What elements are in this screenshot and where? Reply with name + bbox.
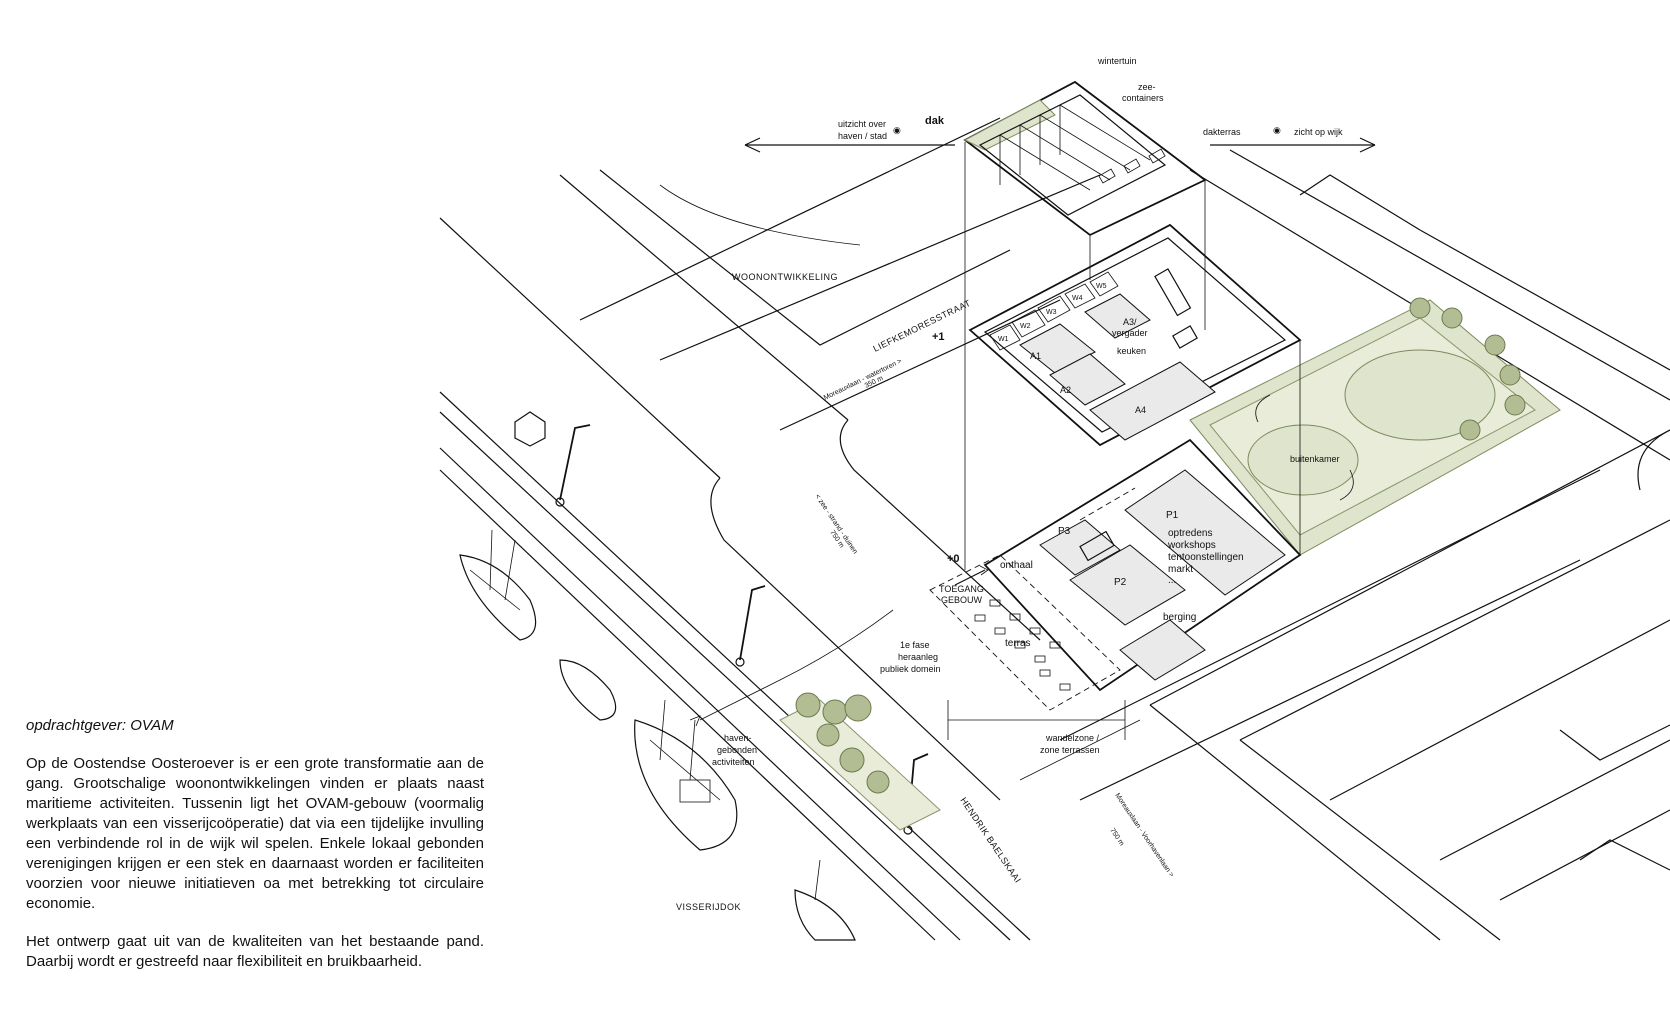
activity-1: optredens bbox=[1168, 528, 1212, 539]
label-fase-2: heraanleg bbox=[898, 652, 938, 662]
room-terras: terras bbox=[1005, 638, 1031, 649]
room-w1: W1 bbox=[998, 336, 1009, 343]
boats bbox=[459, 529, 856, 941]
activity-2: workshops bbox=[1167, 540, 1216, 551]
label-first-level: +1 bbox=[932, 331, 945, 343]
room-a3-vergader: vergader bbox=[1112, 328, 1148, 338]
first-floor-plan bbox=[968, 223, 1302, 447]
label-fase-3: publiek domein bbox=[880, 664, 941, 674]
client-line: opdrachtgever: OVAM bbox=[26, 717, 174, 734]
eye-icon: ◉ bbox=[1273, 125, 1281, 135]
room-w4: W4 bbox=[1072, 295, 1083, 302]
ground-floor-plan bbox=[929, 438, 1302, 711]
label-haven-3: activiteiten bbox=[712, 757, 755, 767]
label-wandelzone-1: wandelzone / bbox=[1045, 733, 1100, 743]
activity-5: ... bbox=[1168, 575, 1176, 586]
room-keuken: keuken bbox=[1117, 346, 1146, 356]
room-onthaal: onthaal bbox=[1000, 560, 1033, 571]
label-roof-level: dak bbox=[925, 115, 945, 127]
label-toegang: TOEGANG bbox=[939, 584, 984, 594]
room-p3: P3 bbox=[1058, 526, 1071, 537]
street-lines bbox=[439, 117, 1670, 941]
eye-icon: ◉ bbox=[893, 125, 901, 135]
label-dist-750b: 750 m bbox=[1108, 827, 1125, 847]
projection-lines bbox=[964, 142, 1301, 570]
room-berging: berging bbox=[1163, 612, 1196, 623]
room-p1: P1 bbox=[1166, 510, 1179, 521]
label-view-left-1: uitzicht over bbox=[838, 119, 886, 129]
room-a4: A4 bbox=[1135, 405, 1146, 415]
description-paragraph-2: Het ontwerp gaat uit van de kwaliteiten … bbox=[26, 933, 484, 970]
room-w3: W3 bbox=[1046, 309, 1057, 316]
description-paragraph-1: Op de Oostendse Oosteroever is er een gr… bbox=[26, 755, 484, 912]
room-a3: A3/ bbox=[1123, 317, 1137, 327]
label-fase-1: 1e fase bbox=[900, 640, 930, 650]
label-containers: containers bbox=[1122, 93, 1164, 103]
label-liefkemoresstraat: LIEFKEMORESSTRAAT bbox=[871, 298, 972, 354]
label-dakterras: dakterras bbox=[1203, 127, 1241, 137]
label-haven-2: gebonden bbox=[717, 745, 757, 755]
room-p2: P2 bbox=[1114, 577, 1127, 588]
roof-plan bbox=[963, 80, 1207, 237]
roof-labels: dak wintertuin zee- containers dakterras… bbox=[838, 56, 1343, 141]
room-w2: W2 bbox=[1020, 323, 1031, 330]
label-wandelzone-2: zone terrassen bbox=[1040, 745, 1100, 755]
activity-4: markt bbox=[1168, 564, 1193, 575]
label-ground-level: +0 bbox=[947, 553, 960, 565]
quay-park bbox=[779, 692, 941, 831]
room-a1: A1 bbox=[1030, 351, 1041, 361]
label-visserijdok: VISSERIJDOK bbox=[676, 902, 741, 912]
label-zee: zee- bbox=[1138, 82, 1156, 92]
label-hendrik: HENDRIK BAELSKAAI bbox=[958, 796, 1023, 885]
label-wintertuin: wintertuin bbox=[1097, 56, 1137, 66]
kiosk-icon bbox=[514, 411, 546, 447]
ground-floor-labels: +0 P1 P2 P3 onthaal terras berging optre… bbox=[939, 454, 1340, 649]
room-a2: A2 bbox=[1060, 385, 1071, 395]
dimension-lines bbox=[689, 609, 1141, 781]
first-floor-labels: +1 W1 W2 W3 W4 W5 A1 A2 A4 A3/ vergader … bbox=[932, 283, 1148, 415]
room-w5: W5 bbox=[1096, 283, 1107, 290]
view-arrows bbox=[744, 137, 1376, 153]
terrace-tables bbox=[974, 599, 1071, 691]
label-moreau-voorhaven: Moreauxlaan - Voorhavenlaan > bbox=[1113, 792, 1174, 878]
label-buitenkamer: buitenkamer bbox=[1290, 454, 1340, 464]
label-view-left-2: haven / stad bbox=[838, 131, 887, 141]
courtyard-garden bbox=[1189, 297, 1561, 556]
activity-3: tentoonstellingen bbox=[1168, 552, 1244, 563]
label-zee-strand: < zee - strand - duinen bbox=[813, 493, 858, 555]
label-view-right: zicht op wijk bbox=[1294, 127, 1343, 137]
project-description: opdrachtgever: OVAM Op de Oostendse Oost… bbox=[26, 716, 484, 990]
label-moreau-watertoren: Moreauxlaan - watertoren > bbox=[823, 358, 903, 402]
label-gebouw: GEBOUW bbox=[941, 595, 983, 605]
label-woonontwikkeling: WOONONTWIKKELING bbox=[732, 272, 838, 282]
label-haven-1: haven- bbox=[724, 733, 752, 743]
